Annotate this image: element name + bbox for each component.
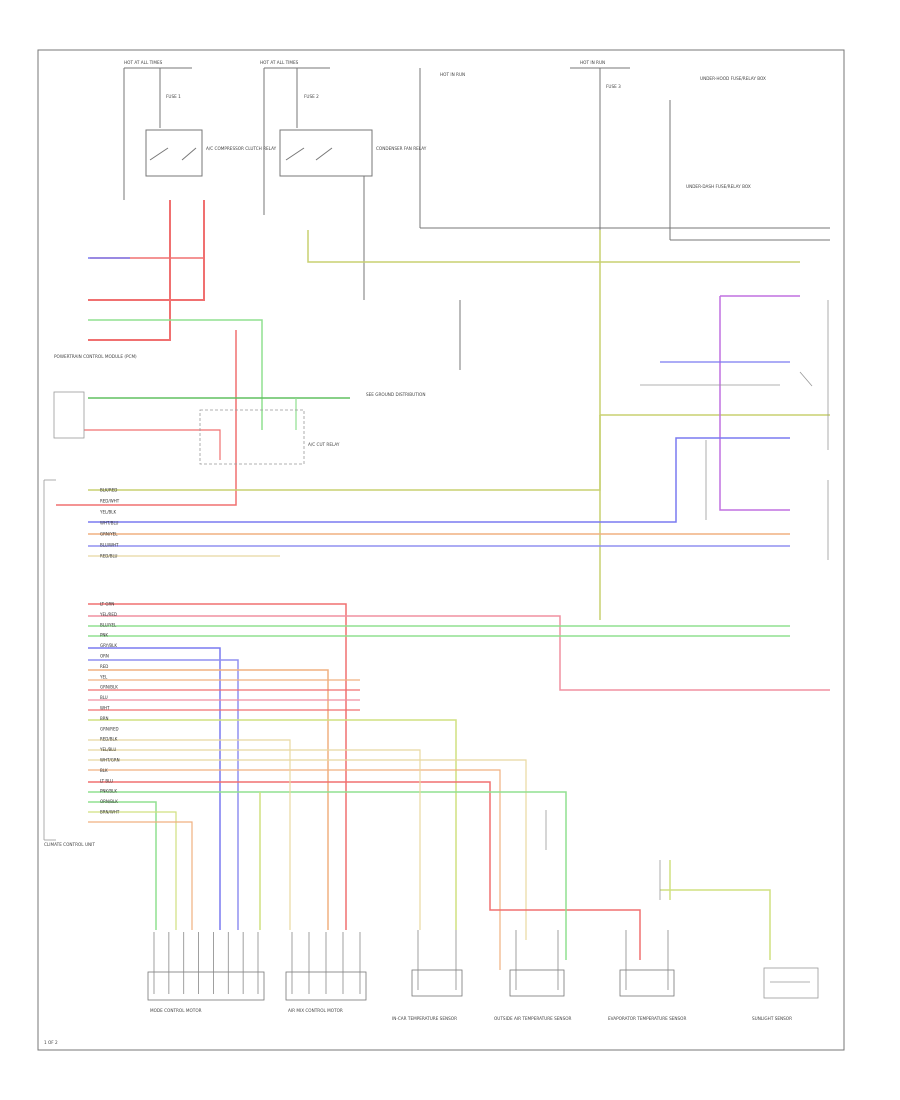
component-labels: MODE CONTROL MOTOR AIR MIX CONTROL MOTOR… — [150, 1008, 792, 1021]
wire-color-label: BLU/WHT — [100, 543, 119, 548]
connector-evap-sensor — [619, 930, 675, 997]
wire-pnk-1 — [88, 615, 830, 691]
wire-red-9 — [88, 781, 641, 960]
wire-color-label: WHT — [100, 706, 110, 711]
fuse-label-4: HOT IN RUN — [440, 72, 465, 77]
wire-color-label: BLU — [100, 695, 108, 700]
wire-red-5 — [84, 429, 221, 460]
wire-color-label: YEL/BLK — [99, 510, 117, 515]
wire-color-label: YEL/RED — [99, 612, 117, 617]
connector-label-group: BLK/RED RED/WHT YEL/BLK WHT/BLU GRN/YEL BLU/W… — [99, 488, 120, 815]
wire-grn-6 — [88, 791, 567, 960]
connector-airmix-motor — [285, 932, 367, 1001]
wire-grn-7 — [88, 801, 157, 930]
wire-tan-3 — [88, 739, 291, 930]
diagram-border — [37, 49, 845, 1051]
note-ground: SEE GROUND DISTRIBUTION — [366, 392, 425, 397]
wire-color-label: BLU/YEL — [100, 622, 117, 627]
wire-color-label: ORN/BLK — [100, 799, 118, 804]
wire-color-label: GRN/RED — [100, 726, 119, 731]
wire-color-label: PNK — [100, 633, 108, 638]
wire-color-label: RED/BLK — [100, 737, 118, 742]
wire-color-label: YEL/BLU — [99, 747, 116, 752]
connector-incar-sensor — [411, 930, 463, 997]
note-underhood: UNDER-HOOD FUSE/RELAY BOX — [700, 76, 766, 81]
wire-tan-2 — [88, 759, 527, 940]
wire-color-label: BRN/WHT — [100, 810, 120, 815]
component-label-sunlight-sensor: SUNLIGHT SENSOR — [752, 1016, 792, 1021]
wire-olv-3 — [88, 415, 601, 491]
wire-org-2 — [88, 669, 329, 930]
wire-color-label: ORN — [100, 654, 109, 659]
note-underdash: UNDER-DASH FUSE/RELAY BOX — [686, 184, 751, 189]
wire-olv-2 — [599, 230, 830, 416]
connector-outside-sensor — [509, 930, 565, 997]
wire-color-label: RED — [100, 664, 108, 669]
structure — [43, 300, 829, 999]
wire-grn-1 — [88, 319, 263, 430]
wire-color-label: GRN/YEL — [100, 532, 118, 537]
wire-color-label: PNK/BLK — [100, 789, 117, 794]
wire-color-label: GRY/BLK — [100, 643, 117, 648]
wire-group — [56, 200, 830, 970]
wire-color-label: WHT/GRN — [100, 758, 120, 763]
wire-blu-6 — [88, 659, 239, 930]
fuse-labels: HOT AT ALL TIMES HOT AT ALL TIMES HOT IN… — [44, 60, 766, 1045]
wire-color-label: WHT/BLU — [100, 521, 119, 526]
wire-color-label: BLK — [100, 768, 108, 773]
wire-org-4 — [88, 769, 501, 970]
component-label-outside-sensor: OUTSIDE AIR TEMPERATURE SENSOR — [494, 1016, 572, 1021]
wire-olv-1 — [307, 230, 800, 263]
bottom-connector-group — [147, 930, 675, 1001]
fuse-section — [123, 67, 830, 370]
note-pcm: POWERTRAIN CONTROL MODULE (PCM) — [54, 354, 137, 359]
fuse-id-3: FUSE 3 — [606, 84, 621, 89]
wire-color-label: LT BLU — [100, 778, 113, 783]
wire-red-2 — [88, 200, 205, 301]
relay-label-1: A/C COMPRESSOR CLUTCH RELAY — [206, 146, 277, 151]
page-mark: 1 OF 2 — [44, 1040, 58, 1045]
fuse-label-2: HOT AT ALL TIMES — [260, 60, 299, 65]
wire-color-label: RED/BLU — [100, 554, 118, 559]
wire-color-label: LT GRN — [100, 602, 114, 607]
fuse-id-2: FUSE 2 — [304, 94, 319, 99]
wire-blu-3 — [88, 437, 790, 523]
wire-red-4 — [56, 330, 237, 506]
wire-color-label: YEL — [99, 674, 108, 679]
wire-color-label: GRN/BLK — [100, 685, 118, 690]
left-module-label: CLIMATE CONTROL UNIT — [44, 842, 95, 847]
component-label-mode-motor: MODE CONTROL MOTOR — [150, 1008, 202, 1013]
wire-tan-4 — [88, 749, 421, 930]
wire-prp-2 — [719, 296, 790, 511]
component-label-airmix-motor: AIR MIX CONTROL MOTOR — [288, 1008, 343, 1013]
wire-color-label: BLK/RED — [100, 488, 117, 493]
note-ac-cut-relay: A/C CUT RELAY — [308, 442, 340, 447]
fuse-label-3: HOT IN RUN — [580, 60, 605, 65]
component-label-incar-sensor: IN-CAR TEMPERATURE SENSOR — [392, 1016, 457, 1021]
relay-label-2: CONDENSER FAN RELAY — [376, 146, 427, 151]
wire-org-5 — [88, 821, 193, 930]
wire-ygr-1 — [88, 719, 457, 930]
wire-red-1 — [88, 200, 171, 341]
wire-color-label: RED/WHT — [100, 499, 120, 504]
wire-ygr-4 — [660, 860, 771, 960]
wire-color-label: BRN — [100, 716, 109, 721]
connector-mode-motor — [147, 932, 265, 1001]
wire-ygr-3 — [88, 811, 177, 930]
fuse-id-1: FUSE 1 — [166, 94, 181, 99]
component-label-evap-sensor: EVAPORATOR TEMPERATURE SENSOR — [608, 1016, 686, 1021]
fuse-label-1: HOT AT ALL TIMES — [124, 60, 163, 65]
wire-blu-5 — [88, 647, 221, 930]
wire-red-6 — [88, 603, 347, 930]
